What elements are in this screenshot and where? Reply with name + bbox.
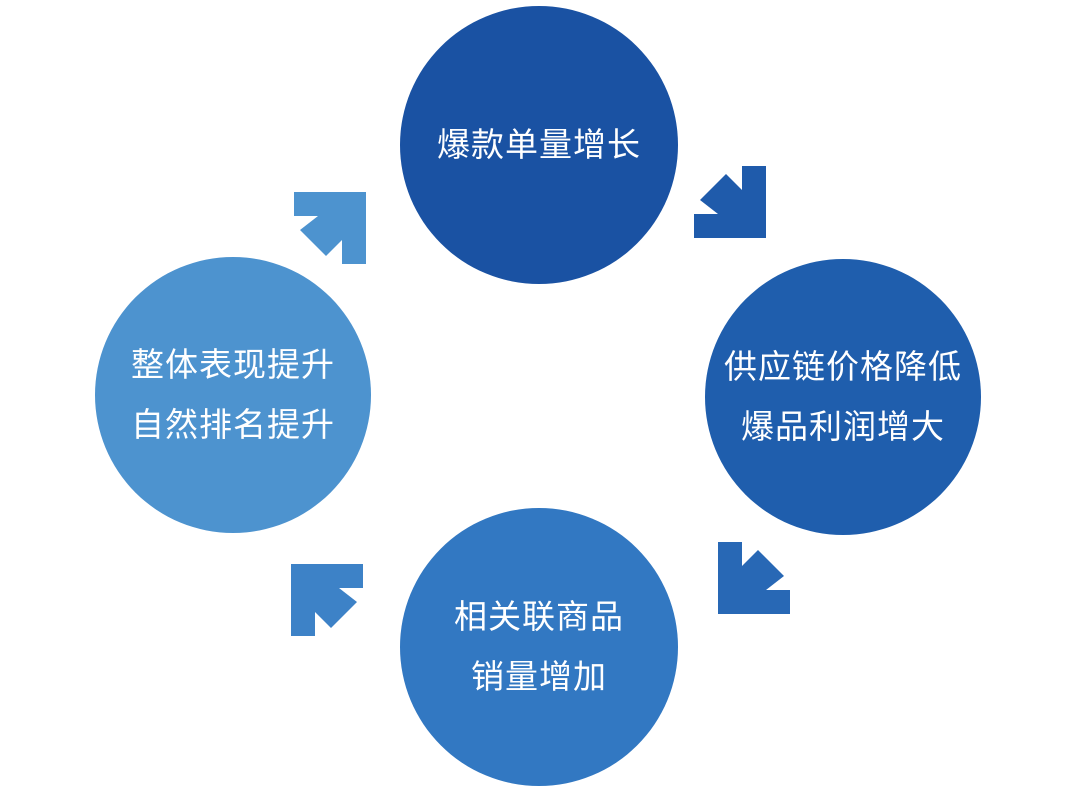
node-related-products-line-1: 相关联商品 bbox=[454, 597, 624, 636]
node-supply-chain: 供应链价格降低 爆品利润增大 bbox=[705, 259, 981, 535]
arrow-down-left-icon bbox=[718, 542, 790, 614]
node-sales-growth: 爆款单量增长 bbox=[400, 6, 678, 284]
node-related-products: 相关联商品 销量增加 bbox=[400, 508, 678, 786]
node-supply-chain-line-2: 爆品利润增大 bbox=[741, 407, 945, 446]
node-overall-performance-line-1: 整体表现提升 bbox=[131, 345, 335, 384]
arrow-up-right-icon bbox=[294, 192, 366, 264]
node-overall-performance: 整体表现提升 自然排名提升 bbox=[95, 257, 371, 533]
node-overall-performance-line-2: 自然排名提升 bbox=[131, 405, 335, 444]
arrow-up-left-icon bbox=[291, 564, 363, 636]
node-related-products-line-2: 销量增加 bbox=[471, 657, 607, 696]
node-sales-growth-line-1: 爆款单量增长 bbox=[437, 125, 641, 164]
arrow-down-right-icon bbox=[694, 166, 766, 238]
node-supply-chain-line-1: 供应链价格降低 bbox=[724, 347, 962, 386]
